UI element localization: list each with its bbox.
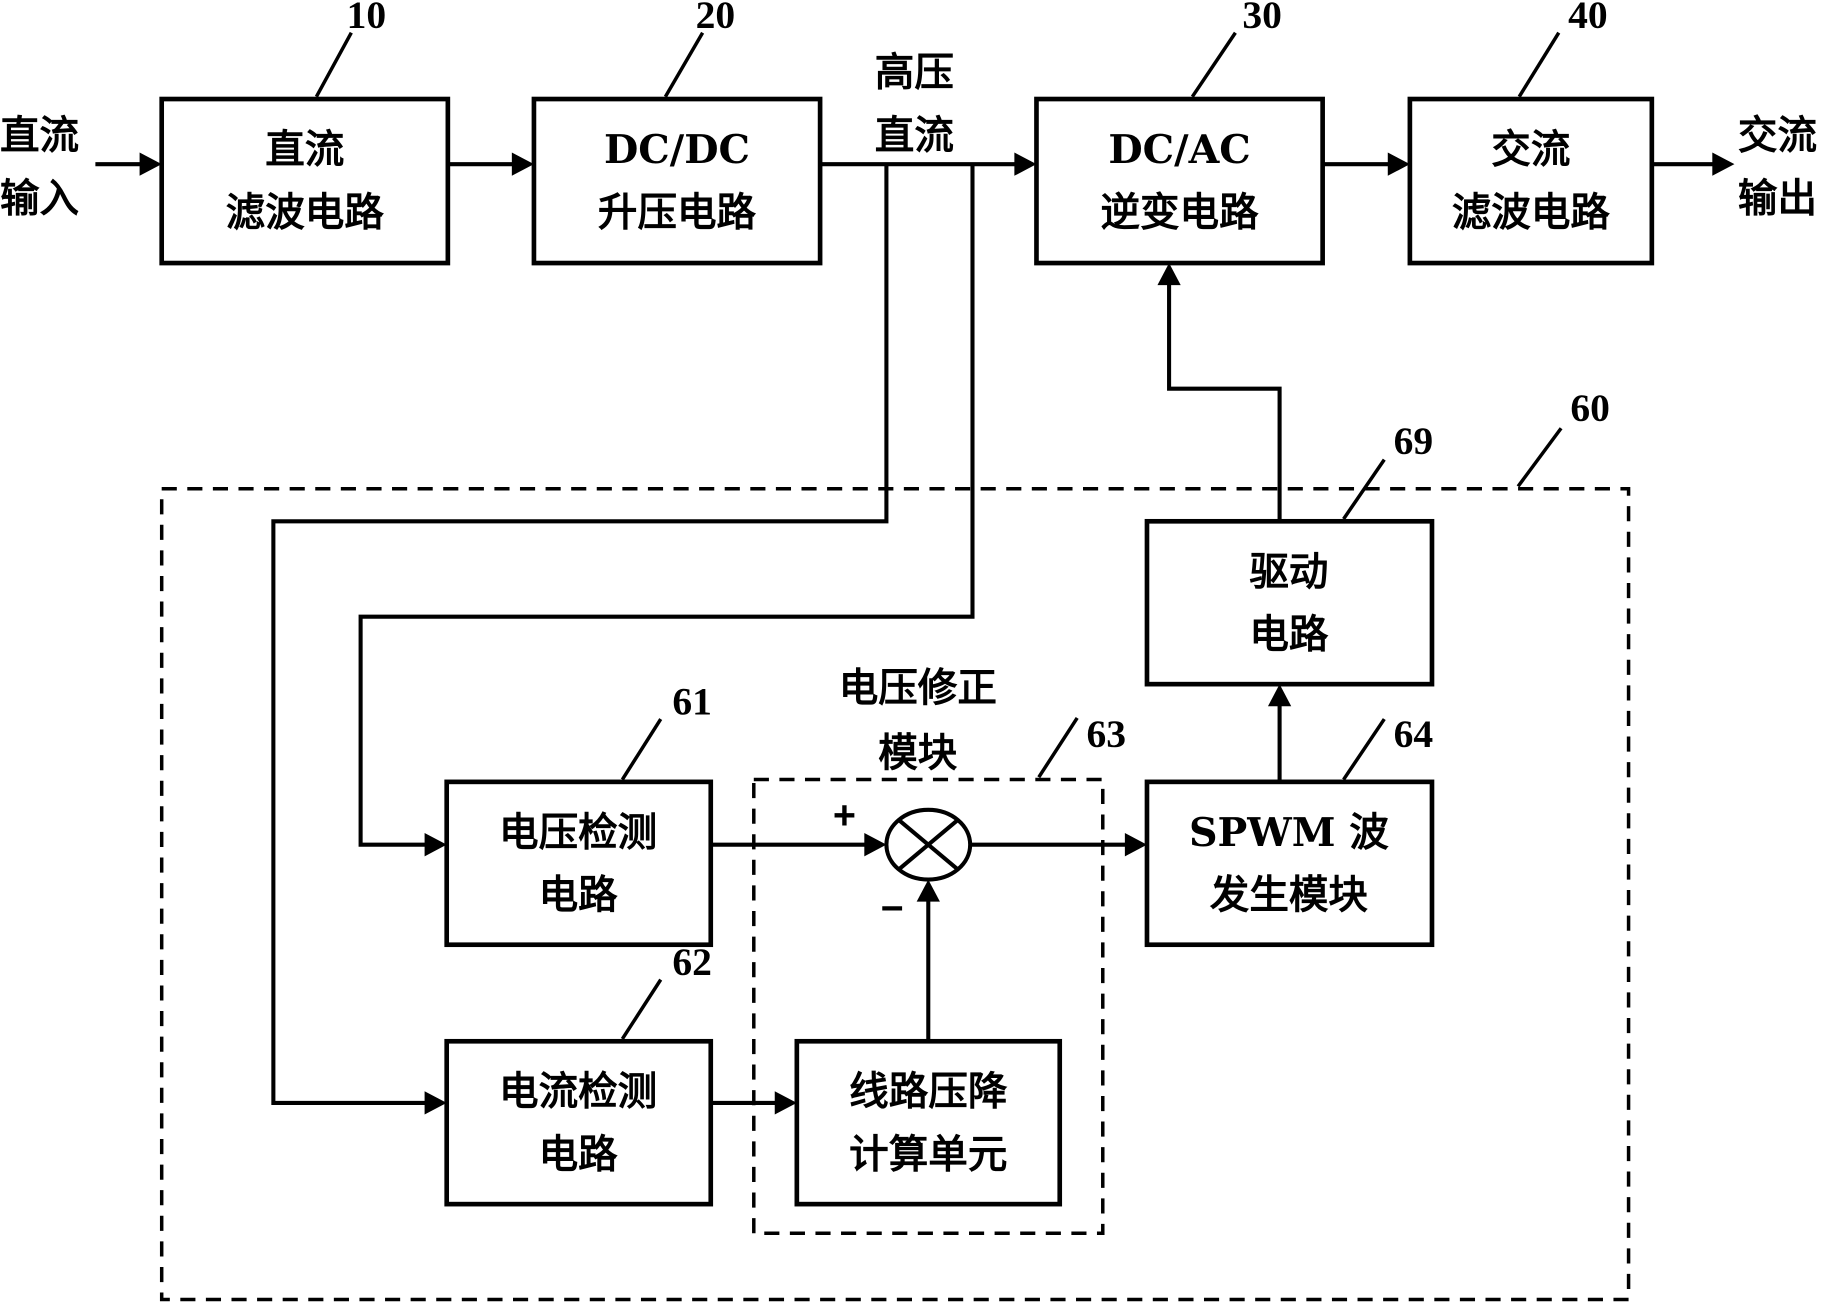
block-62-current-detect: 电流检测 电路 62 [444,940,714,1207]
block-20-line-1: DC/DC [604,127,750,173]
ref-30-label: 30 [1242,0,1282,37]
arrow-head [774,1091,797,1115]
ref-30: 30 [1190,0,1282,98]
ref-61-label: 61 [672,679,712,723]
hvdc-line-2: 直流 [875,113,954,159]
block-61-line-1: 电压检测 [499,810,657,856]
ref-69-label: 69 [1394,419,1434,463]
calc-unit-line-1: 线路压降 [849,1069,1008,1115]
summing-junction: + − [833,793,973,930]
block-62-line-2: 电路 [539,1132,619,1178]
block-62-line-1: 电流检测 [499,1069,657,1115]
block-69-line-2: 电路 [1249,612,1329,658]
block-20-line-2: 升压电路 [598,190,757,236]
block-69-line-1: 驱动 [1249,549,1328,595]
ref-20: 20 [663,0,736,98]
module-63-line-1: 电压修正 [839,666,997,712]
block-10-line-1: 直流 [265,127,344,173]
control-wires [710,263,1292,1115]
arrow-head [1014,152,1037,176]
minus-sign: − [881,886,904,930]
block-40-ac-filter: 交流 滤波电路 [1407,96,1655,266]
ref-64-label: 64 [1394,712,1434,756]
block-30-line-2: 逆变电路 [1100,190,1259,236]
plus-sign: + [833,793,856,837]
block-61-line-2: 电路 [539,873,619,919]
arrow-head [864,833,887,857]
ac-output-line-1: 交流 [1738,113,1817,159]
dc-input-line-2: 输入 [0,176,79,222]
hvdc-line-1: 高压 [875,50,954,96]
block-64-line-1: SPWM 波 [1189,810,1389,856]
arrow-head [916,879,940,902]
block-30-dcac-inverter: DC/AC 逆变电路 [1034,96,1325,266]
sense-wires [271,164,975,1115]
arrow-head [139,152,162,176]
arrow-head [1157,263,1181,286]
dc-input-label: 直流 输入 [0,113,79,222]
block-64-line-2: 发生模块 [1210,873,1369,919]
module-63-line-2: 模块 [878,731,958,777]
calc-unit-line-2: 计算单元 [849,1132,1007,1178]
ac-output-label: 交流 输出 [1738,113,1817,222]
block-10-dc-filter: 直流 滤波电路 [159,96,451,266]
high-voltage-dc-label: 高压 直流 [875,50,954,159]
block-20-dcdc-boost: DC/DC 升压电路 [531,96,823,266]
module-63-voltage-correction: 电压修正 模块 63 [752,666,1126,1235]
block-30-line-1: DC/AC [1108,127,1250,173]
arrow-head [1387,152,1410,176]
group-60-control-unit: 60 [159,386,1631,1302]
arrow-head [1124,833,1147,857]
ref-60-label: 60 [1570,386,1610,430]
line-drop-calc-unit: 线路压降 计算单元 [794,1038,1063,1207]
dc-input-line-1: 直流 [0,113,79,159]
ref-20-label: 20 [696,0,736,37]
block-61-voltage-detect: 电压检测 电路 61 [444,679,714,948]
ref-40-label: 40 [1568,0,1608,37]
block-69-driver: 驱动 电路 69 [1144,419,1435,687]
ref-63-label: 63 [1086,712,1126,756]
arrow-head [1712,152,1735,176]
block-40-line-1: 交流 [1491,127,1570,173]
ref-10: 10 [314,0,387,98]
arrow-head [511,152,534,176]
top-wires [95,152,1735,176]
ref-62-label: 62 [672,940,712,984]
ref-10-label: 10 [347,0,387,37]
block-40-line-2: 滤波电路 [1452,190,1611,236]
arrow-head [424,833,447,857]
block-64-spwm-generator: SPWM 波 发生模块 64 [1144,712,1435,948]
ac-output-line-2: 输出 [1738,176,1817,222]
ref-40: 40 [1517,0,1608,98]
block-10-line-2: 滤波电路 [226,190,385,236]
arrow-head [424,1091,447,1115]
arrow-head [1267,684,1292,707]
